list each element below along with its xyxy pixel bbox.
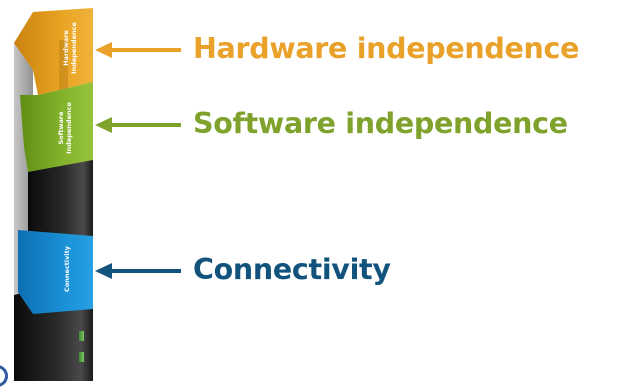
segment-label-connectivity-line1: Connectivity xyxy=(63,246,71,292)
segment-label-software-line2: Independence xyxy=(64,102,73,154)
segment-connectivity xyxy=(18,230,93,314)
arrow-software xyxy=(95,117,181,133)
callout-connectivity: Connectivity xyxy=(193,253,391,286)
segment-label-hardware-line2: Independence xyxy=(69,22,78,74)
segment-label-software: Software Independence xyxy=(57,98,78,158)
status-marker-top xyxy=(79,331,84,341)
callout-software: Software independence xyxy=(193,107,568,140)
arrow-connectivity xyxy=(95,263,181,279)
segment-label-hardware: Hardware Independence xyxy=(62,18,83,78)
segment-label-connectivity: Connectivity xyxy=(63,239,74,299)
segment-software xyxy=(20,82,93,172)
segment-hardware-inner-bar xyxy=(59,40,68,95)
segment-hardware xyxy=(14,8,93,95)
arrow-hardware xyxy=(95,42,181,58)
callout-hardware: Hardware independence xyxy=(193,32,580,65)
status-marker-bottom xyxy=(79,352,84,362)
